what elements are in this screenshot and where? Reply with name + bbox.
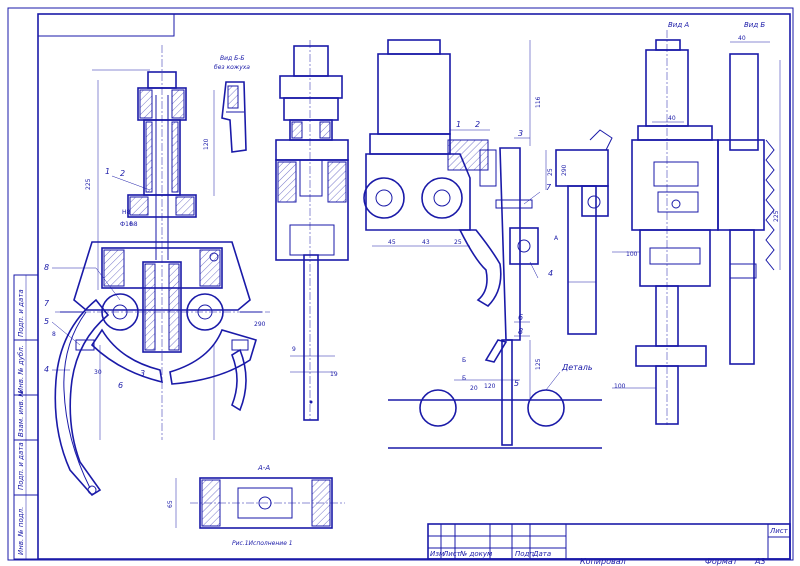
callout-leaders-left	[51, 175, 151, 371]
dim-125: 125	[535, 358, 542, 370]
label-section-a-a: А-А	[257, 464, 270, 472]
callout-7-center: 7	[546, 183, 552, 192]
callout-4-left: 4	[44, 365, 49, 374]
dim-20: 20	[470, 385, 478, 392]
dim-120-center: 120	[484, 383, 496, 390]
detail-leader	[545, 371, 561, 391]
callout-3-center: 3	[518, 129, 523, 138]
dim-290: 290	[254, 321, 266, 328]
sheet-frame	[7, 7, 794, 561]
dim-8: 8	[52, 331, 56, 338]
label-variant-caption: Рис.1Исполнение 1	[232, 540, 293, 547]
callout-6-left: 6	[118, 381, 123, 390]
dim-25-a: 25	[454, 239, 462, 246]
callout-2-left: 2	[120, 169, 125, 178]
callout-8-left: 8	[44, 263, 49, 272]
dim-225-b: 225	[773, 210, 780, 222]
dim-45: 45	[388, 239, 396, 246]
side-bracket-view	[555, 129, 613, 335]
dim-100-a: 100	[626, 251, 638, 258]
dim-290-right: 290	[561, 164, 568, 176]
dim-b-lower: Б	[462, 375, 466, 382]
dim-40-a: 40	[668, 115, 676, 122]
callout-5-center: 5	[514, 379, 519, 388]
main-section-view	[54, 45, 270, 497]
side-stamp-podp-data-1: Подп. и дата	[17, 442, 25, 490]
callout-7-left: 7	[44, 299, 50, 308]
tb-copied: Копировал	[580, 557, 626, 566]
callout-3-left: 3	[140, 369, 145, 378]
side-stamp-inv-dubl: Инв. № дубл.	[17, 345, 25, 393]
side-stamp-inv-podl: Инв. № подл.	[17, 507, 25, 555]
section-a-a	[175, 477, 345, 529]
dim-h8-upper: Н8	[122, 209, 131, 216]
tb-header-list: Лист	[442, 550, 462, 558]
dim-b-upper: Б	[462, 357, 466, 364]
dim-25-b: 25	[547, 168, 554, 176]
callout-5-left: 5	[44, 317, 49, 326]
callout-8-center: 8	[518, 327, 523, 336]
dim-9: 9	[292, 346, 296, 353]
dim-65: 65	[167, 500, 174, 508]
label-detail: Деталь	[561, 363, 593, 372]
view-b-b-detail	[221, 81, 247, 153]
label-view-a: Вид А	[668, 21, 689, 29]
dim-40-b: 40	[738, 35, 746, 42]
dim-30: 30	[94, 369, 102, 376]
tb-sheet-label: Лист	[769, 527, 789, 535]
dim-100-b: 100	[614, 383, 626, 390]
tb-header-data: Дата	[532, 550, 551, 558]
callout-1-left: 1	[105, 167, 110, 176]
center-front-view	[363, 39, 602, 449]
tb-format-label: Формат	[705, 557, 738, 566]
tb-header-izm: Изм	[430, 550, 445, 558]
view-b	[717, 41, 781, 365]
callout-6-center: 6	[518, 313, 523, 322]
dim-f16: Ф16	[120, 221, 133, 228]
side-stamp: Инв. № подл. Подп. и дата Взам. инв. № И…	[13, 274, 39, 560]
label-view-b: Вид Б	[744, 21, 765, 29]
dim-225: 225	[85, 178, 92, 190]
dim-h8-lower: h8	[130, 221, 138, 228]
side-stamp-vzam-inv: Взам. инв. №	[17, 389, 25, 437]
tb-header-podp: Подп	[515, 550, 534, 558]
dim-19: 19	[330, 371, 338, 378]
narrow-side-view	[275, 40, 349, 421]
view-a	[612, 30, 719, 425]
tb-format-value: А3	[754, 557, 766, 566]
label-view-b-b: Вид Б-Б	[220, 55, 244, 62]
side-stamp-podp-data-2: Подп. и дата	[17, 289, 25, 337]
callout-4-center: 4	[548, 269, 553, 278]
dim-a-arrow: А	[554, 235, 559, 242]
dim-120: 120	[203, 138, 210, 150]
label-without-cover: без кожуха	[214, 64, 250, 71]
dim-43: 43	[422, 239, 430, 246]
callout-2-center: 2	[475, 120, 480, 129]
callout-1-center: 1	[456, 120, 461, 129]
title-block: Изм Лист № докум Подп Дата Лист Копирова…	[427, 523, 791, 566]
dim-116: 116	[535, 96, 542, 108]
callout-leaders-center	[450, 129, 541, 337]
tb-header-dokum: № докум	[459, 550, 493, 558]
